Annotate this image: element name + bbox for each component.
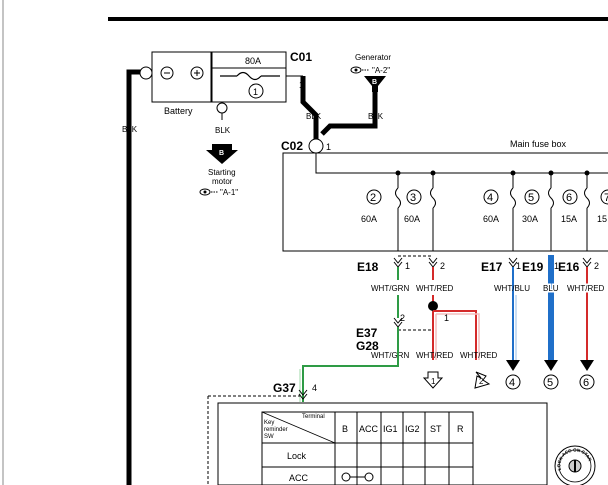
fuse-7-number: 7: [604, 192, 608, 204]
starting-motor-arrow: [206, 144, 238, 164]
blk-batt-label: BLK: [215, 126, 231, 135]
wht-grn-lower-label: WHT/GRN: [371, 351, 409, 360]
connector-g28-pin: 1: [444, 313, 449, 323]
output-arrow-2: [474, 371, 491, 389]
table-corner-terminal: Terminal: [302, 414, 325, 420]
blk-main-wire: [126, 69, 143, 485]
connector-e19: E19: [522, 260, 544, 274]
wht-red-label: WHT/RED: [416, 284, 454, 293]
table-row-acc: ACC: [289, 473, 309, 483]
output-1-label: 1: [431, 377, 436, 386]
connector-c01: C01: [290, 50, 312, 64]
fuse-4-rating: 60A: [483, 214, 499, 224]
generator-badge: B: [372, 79, 377, 86]
fuse-5-number: 5: [528, 192, 534, 204]
starting-motor-ref: "A-1": [220, 188, 238, 197]
table-corner-sw-3: SW: [264, 434, 274, 440]
table-col-ig2: IG2: [405, 424, 420, 434]
fuse-7: 7 15: [597, 189, 608, 224]
fuse-6-number: 6: [566, 192, 572, 204]
wht-grn-wire-to-switch: [302, 345, 399, 402]
wht-red-lower-label-2: WHT/RED: [460, 351, 498, 360]
fuse-80a-number: 1: [253, 87, 258, 97]
connector-e18-pin: 1: [405, 261, 410, 271]
fuse-6-rating: 15A: [561, 214, 577, 224]
header-rule: [108, 17, 608, 21]
fuse-80a: 80A 1: [211, 51, 287, 103]
wht-grn-label: WHT/GRN: [371, 284, 409, 293]
battery: Battery: [139, 51, 212, 116]
output-4-label: 4: [509, 377, 515, 389]
connector-e18: E18: [357, 260, 379, 274]
connector-c02: C02: [281, 139, 303, 153]
blk-gen-label: BLK: [368, 112, 384, 121]
connector-e37: E37: [356, 326, 378, 340]
blk-c01-label: BLK: [306, 112, 322, 121]
wht-red2-label: WHT/RED: [567, 284, 605, 293]
fuse-7-rating: 15: [597, 214, 607, 224]
fuse-80a-rating: 80A: [245, 56, 261, 66]
main-fuse-box-label: Main fuse box: [510, 139, 567, 149]
output-arrow-1: [422, 371, 444, 389]
connector-g28: G28: [356, 339, 379, 353]
connector-e18-pin2: 2: [440, 261, 445, 271]
main-fuse-box: Main fuse box: [282, 139, 608, 252]
connector-e16-pin: 2: [594, 261, 599, 271]
table-col-ig1: IG1: [383, 424, 398, 434]
table-row-lock: Lock: [287, 451, 307, 461]
fuse-2-rating: 60A: [361, 214, 377, 224]
wht-red-lower-label: WHT/RED: [416, 351, 454, 360]
eye-icon: [350, 66, 369, 74]
battery-label: Battery: [164, 106, 193, 116]
wht-blu-label: WHT/BLU: [494, 284, 530, 293]
ignition-key-text: LOCK ACC ON START: [0, 0, 593, 471]
table-col-acc: ACC: [359, 424, 379, 434]
generator-label: Generator: [355, 53, 391, 62]
fuse-3: 3 60A: [404, 170, 436, 251]
fuse-3-rating: 60A: [404, 214, 420, 224]
fuse-5: 5 30A: [522, 170, 554, 251]
blk-gen-wire: [320, 92, 378, 136]
output-arrow-5: [544, 360, 558, 371]
wht-red-splice: [428, 301, 438, 311]
connector-e17: E17: [481, 260, 503, 274]
connector-e17-pin: 1: [516, 261, 521, 271]
blk-main-label: BLK: [122, 125, 138, 134]
output-5-label: 5: [547, 377, 553, 389]
output-2-label: 2: [479, 377, 484, 386]
table-col-b: B: [342, 424, 348, 434]
generator-arrow: [364, 76, 386, 92]
table-corner-sw-2: reminder: [264, 427, 288, 433]
connector-e16: E16: [558, 260, 580, 274]
connector-c02-pin: 1: [326, 142, 331, 152]
fuse-6: 6 15A: [561, 170, 590, 251]
fuse-4-number: 4: [487, 192, 493, 204]
table-corner-sw-1: Key: [264, 420, 274, 426]
starting-motor-label-2: motor: [212, 177, 233, 186]
connector-e19-pin: 1: [554, 261, 559, 271]
starting-motor-badge: B: [219, 150, 224, 157]
connector-e37-pin: 2: [400, 313, 405, 323]
fuse-2: 2 60A: [361, 170, 401, 251]
generator-ref: "A-2": [372, 66, 390, 75]
fuse-3-number: 3: [410, 192, 416, 204]
fuse-2-number: 2: [370, 192, 376, 204]
table-col-st: ST: [430, 424, 442, 434]
blu-label: BLU: [543, 284, 559, 293]
connector-g37-pin: 4: [312, 383, 317, 393]
blk-c01-wire: [300, 76, 319, 140]
connector-g37: G37: [273, 381, 296, 395]
output-arrow-4: [506, 360, 520, 371]
output-arrow-6: [580, 360, 594, 371]
table-col-r: R: [457, 424, 464, 434]
ignition-switch-table: Terminal Key reminder SW B ACC IG1 IG2 S…: [217, 402, 548, 485]
fuse-5-rating: 30A: [522, 214, 538, 224]
output-6-label: 6: [583, 377, 589, 389]
fuse-4: 4 60A: [483, 170, 516, 251]
starting-motor-label-1: Starting: [208, 168, 236, 177]
eye-icon: [199, 188, 218, 196]
